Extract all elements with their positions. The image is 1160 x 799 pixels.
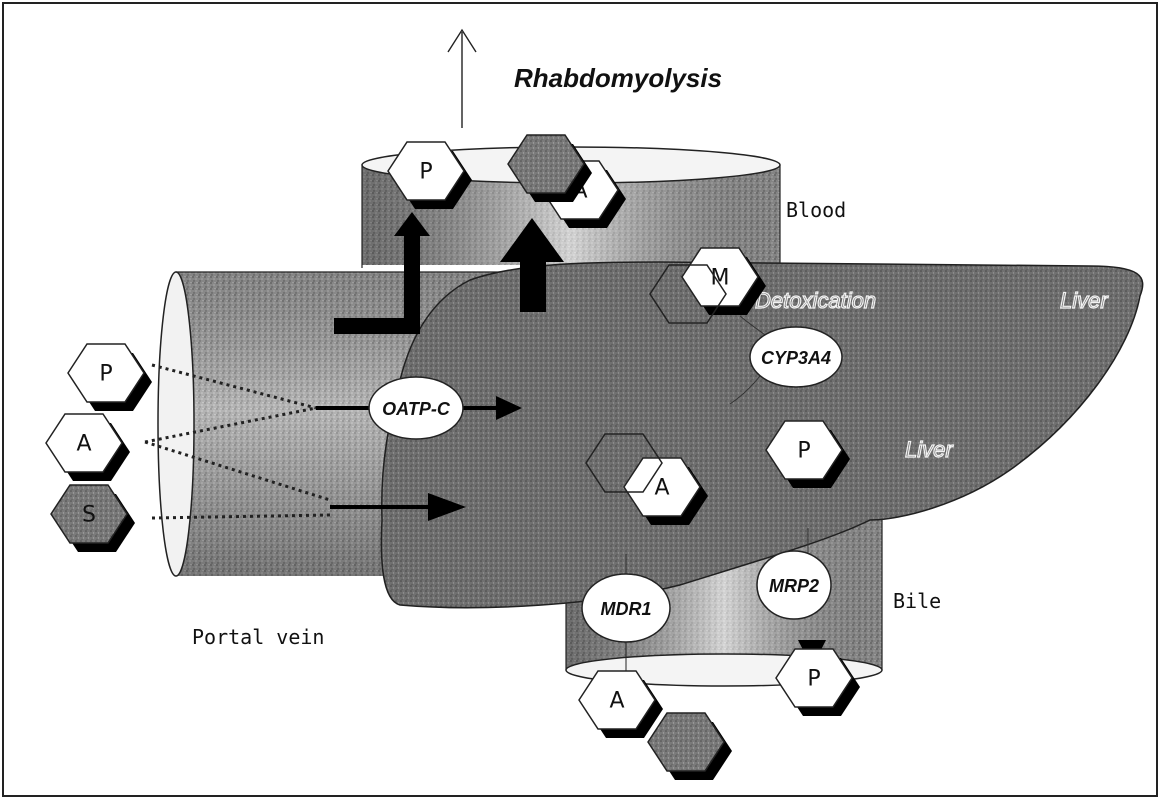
blood-label: Blood <box>786 198 846 222</box>
mdr1-label: MDR1 <box>600 599 651 619</box>
molecule-a-liver-label: A <box>654 476 669 501</box>
portal-vein-label: Portal vein <box>192 625 324 649</box>
molecule-m-liver-label: M <box>711 266 730 291</box>
rhabdomyolysis-label: Rhabdomyolysis <box>514 63 722 93</box>
molecule-a-left-label: A <box>76 432 91 457</box>
cyp3a4-label: CYP3A4 <box>761 348 831 368</box>
cyp3a4-enzyme: CYP3A4 <box>750 327 842 387</box>
bile-label: Bile <box>893 589 941 613</box>
molecule-p-left-label: P <box>99 362 112 387</box>
molecule-p-liver-label: P <box>797 439 810 464</box>
detoxication-label: Detoxication <box>755 288 876 313</box>
liver-label: Liver <box>1060 288 1109 313</box>
molecule-s-left-label: S <box>82 503 96 528</box>
oatp-c-label: OATP-C <box>382 399 451 419</box>
inner-liver-label: Liver <box>905 437 954 462</box>
oatp-c-transporter: OATP-C <box>369 377 463 439</box>
molecule-p-bile-label: P <box>807 667 820 692</box>
molecule-p-blood-label: P <box>419 160 432 185</box>
molecule-a-bile-label: A <box>609 689 624 714</box>
mrp2-label: MRP2 <box>769 576 819 596</box>
